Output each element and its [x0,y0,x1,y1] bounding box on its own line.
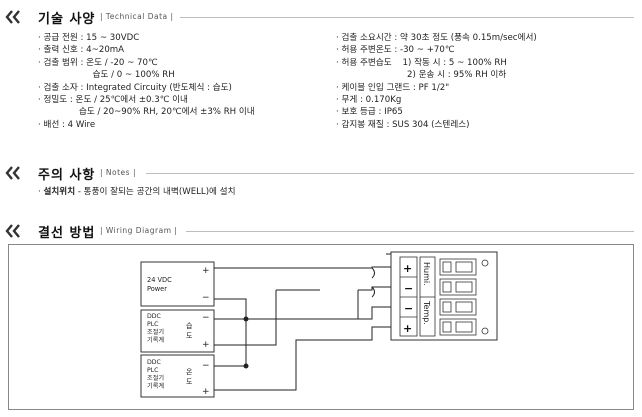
terminal-sign: + [403,262,412,275]
section-rule [180,17,634,18]
device-label: PLC [147,321,159,328]
minus-sign: − [202,313,210,323]
device-type-char: 도 [186,378,193,386]
section-title: 기술 사양 [38,12,96,27]
spec-item: · 검출 소요시간 : 약 30초 정도 (풍속 0.15m/sec에서) [336,33,537,43]
temperature-controller-box: DDC PLC 조절기 기록계 온 도 − + [140,354,215,398]
plus-sign: + [202,266,210,276]
device-label: 조절기 [147,374,164,382]
double-chevron-left-icon [5,224,20,238]
section-header-wiring: 결선 방법 | Wiring Diagram | [0,222,642,241]
spec-item: · 검출 범위 : 온도 / -20 ~ 70℃ [38,57,158,68]
spec-item: · 공급 전원 : 15 ~ 30VDC [38,33,140,43]
spec-item: · 케이블 인입 그랜드 : PF 1/2" [336,82,450,93]
device-type-char: 도 [186,332,193,340]
section-title: 결선 방법 [38,226,96,241]
spec-item: · 출력 신호 : 4~20mA [38,45,125,56]
spec-item: · 무게 : 0.170Kg [336,94,402,105]
power-supply-box: 24 VDC Power + − [140,261,215,307]
device-label: DDC [147,359,161,366]
device-type-char: 습 [186,321,193,330]
notes-text: - 통풍이 잘되는 공간의 내벽(WELL)에 설치 [75,187,236,197]
plus-sign: + [202,387,210,397]
device-label: 조절기 [147,328,164,336]
spec-item: 습도 / 20~90% RH, 20℃에서 ±3% RH 이내 [38,107,255,118]
section-subtitle: | Technical Data | [100,12,174,21]
terminal-sign: − [404,282,413,295]
section-rule [186,231,634,232]
humi-label: Humi. [422,262,431,286]
temp-label: Temp. [422,300,431,325]
double-chevron-left-icon [5,10,20,24]
spec-item: · 보호 등급 : IP65 [336,107,403,118]
wires [214,253,400,391]
terminal-block: + − − + Humi. Temp. [390,251,498,341]
spec-item: · 감지봉 재질 : SUS 304 (스텐레스) [336,119,470,130]
notes-label: 설치위치 [43,187,76,197]
spec-list-left: · 공급 전원 : 15 ~ 30VDC · 출력 신호 : 4~20mA · … [38,32,255,131]
device-label: 기록계 [147,336,164,344]
section-header-notes: 주의 사항 | Notes | [0,164,642,183]
section-title: 주의 사항 [38,168,96,183]
humidity-controller-box: DDC PLC 조절기 기록계 습 도 − + [140,309,215,353]
wiring-diagram-frame [8,244,634,410]
terminal-sign: + [403,322,412,335]
spec-item: · 허용 주변온도 : -30 ~ +70℃ [336,45,455,56]
notes-line: · 설치위치 - 통풍이 잘되는 공간의 내벽(WELL)에 설치 [38,187,236,197]
plus-sign: + [202,340,210,350]
spec-item: · 배선 : 4 Wire [38,119,96,130]
power-label-2: Power [147,285,167,293]
minus-sign: − [202,293,210,303]
spec-item: · 허용 주변습도 1) 작동 시 : 5 ~ 100% RH [336,57,507,68]
section-subtitle: | Wiring Diagram | [100,226,178,235]
minus-sign: − [202,361,210,371]
device-label: 기록계 [147,382,164,390]
device-label: DDC [147,313,161,320]
device-type-char: 온 [186,368,193,376]
section-header-spec: 기술 사양 | Technical Data | [0,8,642,27]
section-rule [146,173,634,174]
double-chevron-left-icon [5,166,20,180]
spec-item: · 정밀도 : 온도 / 25℃에서 ±0.3℃ 이내 [38,94,188,105]
section-subtitle: | Notes | [100,168,136,177]
spec-item: 습도 / 0 ~ 100% RH [38,70,175,81]
spec-list-right: · 검출 소요시간 : 약 30초 정도 (풍속 0.15m/sec에서) · … [336,32,537,131]
terminal-sign: − [404,302,413,315]
power-label-1: 24 VDC [147,276,172,284]
spec-item: 2) 운송 시 : 95% RH 이하 [336,70,507,81]
spec-item: · 검출 소자 : Integrated Circuity (반도체식 : 습도… [38,82,232,93]
device-label: PLC [147,367,159,374]
